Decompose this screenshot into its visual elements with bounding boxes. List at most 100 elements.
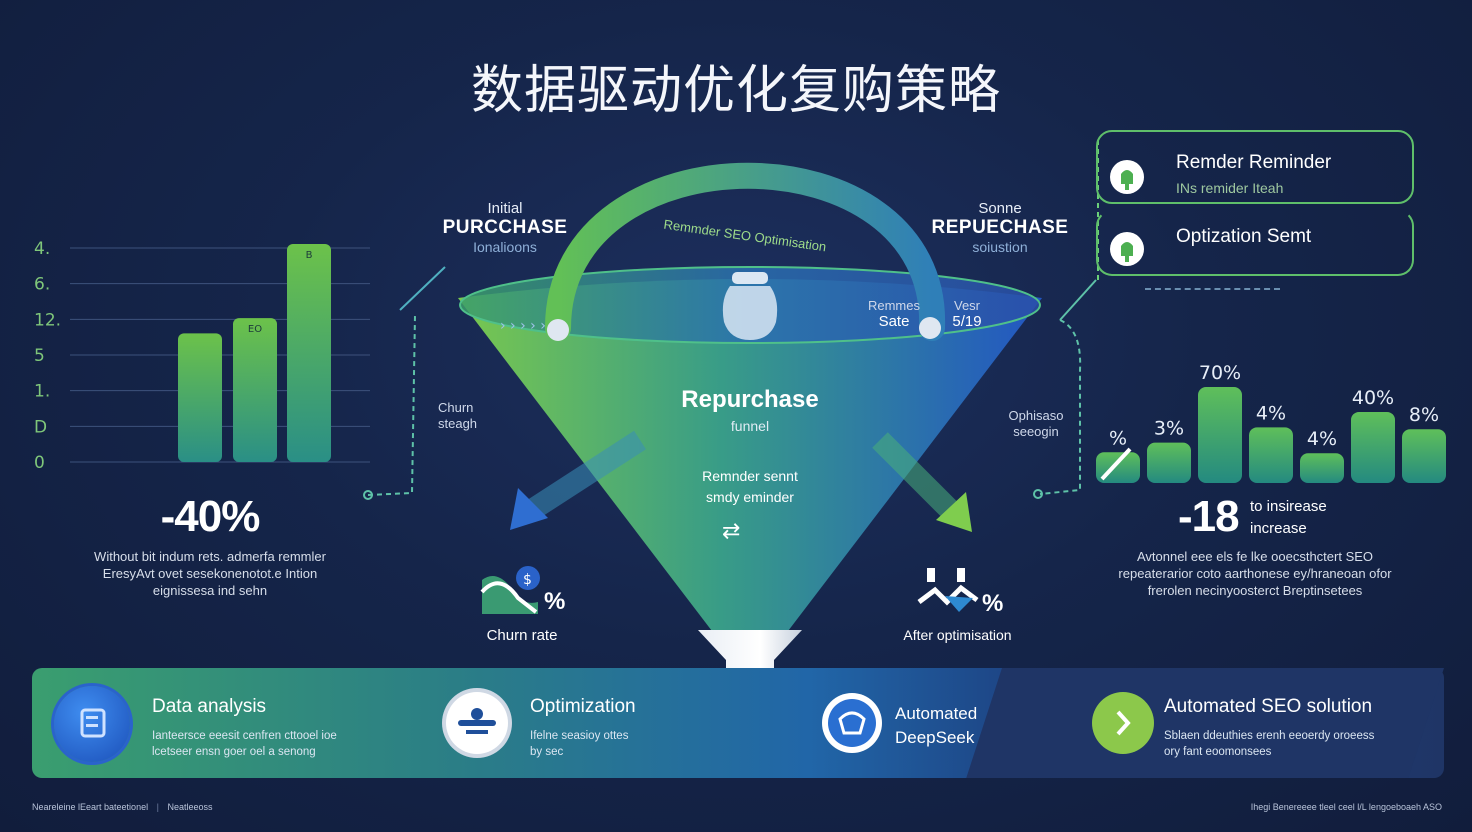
rim-label-right: Vesr 5/19 (942, 298, 992, 330)
left-bar (233, 318, 277, 462)
left-y-tick: 0 (34, 453, 45, 473)
seo-solution-text: Sblaen ddeuthies erenh eeoerdy oroeess o… (1164, 728, 1374, 760)
right-bar-label: 40% (1352, 387, 1394, 409)
optimization-text: Ifelne seasioy ottes by sec (530, 728, 628, 760)
churn-rate-value: % (544, 588, 566, 615)
funnel-inner-line: Remnder sennt (702, 468, 798, 484)
reminder-card-title: Remder Reminder (1176, 152, 1332, 173)
right-bar (1300, 453, 1344, 483)
repurchase-top: Sonne (978, 200, 1022, 217)
rim-label: Remmes Sate (864, 298, 924, 330)
rim-label-line: Vesr (953, 298, 980, 313)
right-side-text: to insirease increase (1250, 496, 1327, 540)
right-bar (1249, 427, 1293, 483)
repurchase-label: Sonne REPUECHASE soiustion (925, 200, 1075, 255)
repurchase-sub: soiustion (972, 239, 1028, 255)
svg-text:› › › › › ›: › › › › › › (500, 318, 556, 334)
right-bar (1198, 387, 1242, 483)
page-title: 数据驱动优化复购策略 (470, 61, 1001, 121)
after-opt-label: After optimisation (903, 627, 1012, 643)
bottom-text-line: ory fant eoomonsees (1164, 746, 1272, 758)
jar-icon (722, 272, 778, 340)
funnel-center-sub: funnel (730, 418, 770, 434)
right-bar-label: 8% (1409, 404, 1439, 426)
left-desc-line: EresyAvt ovet sesekonenotot.e Intion (102, 566, 318, 581)
left-y-tick: 12. (34, 310, 61, 330)
data-analysis-text: Ianteersce eeesit cenfren cttooel ioe lc… (152, 728, 337, 760)
right-bar-label: 4% (1307, 428, 1337, 450)
initial-purchase-top: Initial (487, 200, 523, 217)
left-bar-label: B (306, 250, 313, 261)
data-analysis-icon[interactable] (54, 686, 130, 762)
left-desc-line: Without bit indum rets. admerfa remmler (94, 549, 326, 564)
right-desc-line: Avtonnel eee els fe lke ooecsthctert SEO (1136, 549, 1374, 564)
footer-left-1: Neareleine lEeart bateetionel (32, 802, 149, 812)
funnel-inner-line: smdy eminder (706, 489, 794, 505)
right-bar-label: 3% (1154, 418, 1184, 440)
right-big-stat: -18 (1178, 492, 1240, 541)
bottom-bar (32, 668, 1444, 778)
card-divider (1145, 288, 1280, 294)
right-desc-line: repeaterarior coto aarthonese ey/hraneoa… (1118, 566, 1392, 581)
left-y-tick: 1. (34, 382, 50, 402)
bottom-text-line: by sec (530, 746, 564, 758)
svg-text:$: $ (523, 572, 532, 588)
right-connector (1033, 140, 1099, 499)
churn-side-line: steagh (438, 416, 478, 431)
right-bar-label: 70% (1199, 362, 1241, 384)
optimisation-tools-icon (917, 568, 979, 612)
svg-text:⇄: ⇄ (722, 519, 740, 544)
initial-purchase-big: PURCCHASE (442, 217, 568, 238)
repurchase-big: REPUECHASE (931, 217, 1069, 238)
initial-purchase-label: Initial PURCCHASE Ionalioons (430, 200, 580, 255)
rim-label-line: Remmes (867, 298, 920, 313)
right-bar-chart: %3%70%4%4%40%8% (1090, 355, 1446, 485)
optimization-title: Optimization (530, 696, 636, 717)
seo-solution-icon[interactable] (1092, 692, 1154, 754)
deepseek-icon[interactable] (822, 693, 882, 753)
funnel-graphic: › › › › › › U ⇄ (458, 162, 1042, 759)
left-y-tick: 6. (34, 275, 50, 295)
opt-side-line: Ophisaso (1008, 408, 1064, 423)
initial-purchase-sub: Ionalioons (473, 239, 537, 255)
right-chart-svg: %3%70%4%4%40%8% (1096, 362, 1446, 483)
right-bar (1402, 429, 1446, 483)
left-connector (363, 266, 446, 500)
left-bar-label: EO (248, 324, 262, 335)
churn-side-line: Churn (438, 400, 474, 415)
footer-left-2: Neatleeoss (167, 802, 213, 812)
bottom-text-line: Ianteersce eeesit cenfren cttooel ioe (152, 730, 337, 742)
after-opt-value: % (982, 590, 1004, 617)
right-bar (1147, 442, 1191, 483)
optimization-card-title: Optization Semt (1176, 226, 1312, 247)
reminder-card-sub: INs remider Iteah (1176, 180, 1284, 196)
right-desc-line: frerolen necinyoosterct Breptinsetees (1147, 583, 1363, 598)
seo-solution-title: Automated SEO solution (1164, 696, 1373, 717)
reminder-card[interactable]: Remder Reminder INs remider Iteah (1096, 130, 1414, 204)
bottom-text-line: Sblaen ddeuthies erenh eeoerdy oroeess (1164, 730, 1375, 742)
left-y-tick: 5 (34, 346, 45, 366)
rim-label-line: 5/19 (952, 313, 982, 330)
right-side-line: to insirease (1250, 498, 1327, 515)
right-side-line: increase (1250, 520, 1307, 537)
left-bar (178, 333, 222, 462)
bottom-text-line: lcetseer ensn goer oel a senong (152, 746, 316, 758)
optimization-card-icon (1110, 232, 1144, 266)
right-desc: Avtonnel eee els fe lke ooecsthctert SEO… (1100, 548, 1410, 599)
trend-arrow (1100, 447, 1132, 481)
optimization-card[interactable]: Optization Semt (1096, 210, 1414, 276)
churn-side-label: Churn steagh (438, 400, 508, 432)
opt-side-line: seeogin (1013, 424, 1059, 439)
footer-right: Ihegi Benereeee tleel ceel l/L lengoeboa… (1250, 802, 1442, 812)
funnel-inner-text: Remnder sennt smdy eminder (640, 466, 860, 508)
reminder-card-icon (1110, 160, 1144, 194)
opt-side-label: Ophisaso seeogin (996, 408, 1076, 440)
funnel-center-title: Repurchase (681, 386, 819, 413)
bottom-dark-panel (966, 668, 1444, 778)
right-bar-label: 4% (1256, 402, 1286, 424)
churn-rate-label: Churn rate (486, 627, 558, 644)
bottom-text-line: Ifelne seasioy ottes (530, 730, 629, 742)
optimization-icon[interactable] (446, 692, 508, 754)
